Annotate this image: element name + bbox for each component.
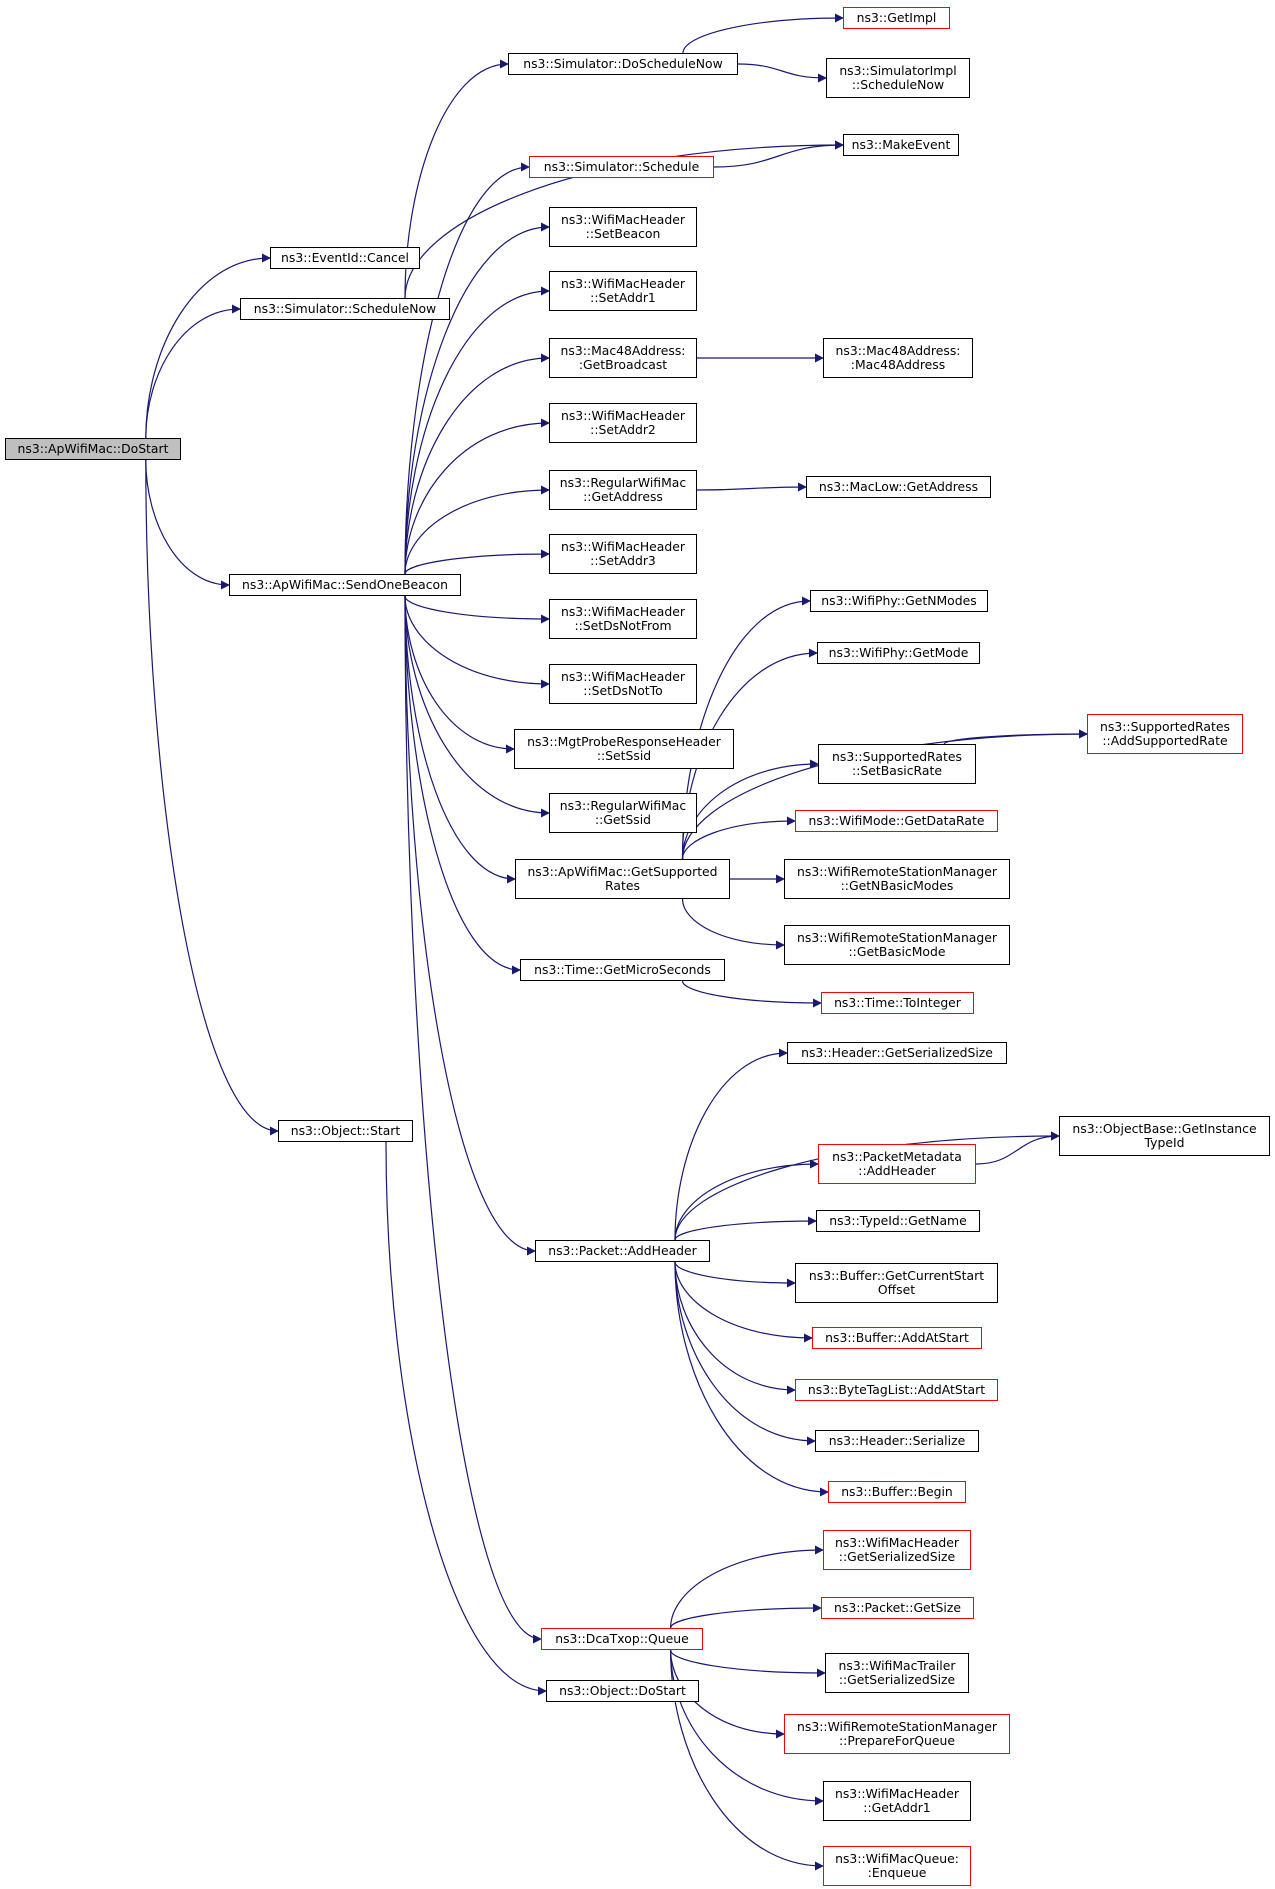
node-set-addr1[interactable]: ns3::WifiMacHeader ::SetAddr1 [549,271,697,311]
node-set-ds-not-to[interactable]: ns3::WifiMacHeader ::SetDsNotTo [549,664,697,704]
edge-packetAddHeader-to-getCurrentStartOffset [674,1261,796,1288]
edge-sendBeacon-to-setSsid [404,595,515,754]
edge-schedule-to-makeEvent [713,140,844,168]
node-set-basic-rate[interactable]: ns3::SupportedRates ::SetBasicRate [818,744,976,784]
edge-sendBeacon-to-getSsid [404,595,550,818]
edge-sendBeacon-to-getMicroSeconds [404,595,521,975]
node-get-n-basic-modes[interactable]: ns3::WifiRemoteStationManager ::GetNBasi… [784,859,1010,899]
edge-packetAddHeader-to-bufBegin [674,1261,829,1497]
node-obj-do-start[interactable]: ns3::Object::DoStart [546,1680,699,1702]
edge-sendBeacon-to-getSupportedRates [404,595,516,884]
edge-scheduleNow-to-doScheduleNow [404,59,509,299]
node-set-addr2[interactable]: ns3::WifiMacHeader ::SetAddr2 [549,403,697,443]
node-get-supported-rates[interactable]: ns3::ApWifiMac::GetSupported Rates [515,859,730,899]
edge-dcaQueue-to-prepareForQueue [670,1649,785,1739]
node-set-beacon[interactable]: ns3::WifiMacHeader ::SetBeacon [549,207,697,247]
node-get-broadcast[interactable]: ns3::Mac48Address: :GetBroadcast [549,338,697,378]
edge-doScheduleNow-to-getImpl [682,13,844,54]
node-type-id-get-name[interactable]: ns3::TypeId::GetName [816,1210,980,1232]
node-get-basic-mode[interactable]: ns3::WifiRemoteStationManager ::GetBasic… [784,925,1010,965]
node-cancel[interactable]: ns3::EventId::Cancel [270,247,420,269]
node-hdr-get-serialized-size[interactable]: ns3::Header::GetSerializedSize [787,1042,1007,1064]
edge-packetAddHeader-to-getInstanceTypeId [674,1131,1060,1241]
edge-getSupportedRates-to-getDataRate [681,816,796,860]
node-pkt-get-size[interactable]: ns3::Packet::GetSize [821,1597,974,1619]
edge-packetAddHeader-to-hdrSerialize [674,1261,816,1446]
edge-sendBeacon-to-getBroadcast [404,353,550,575]
node-get-n-modes[interactable]: ns3::WifiPhy::GetNModes [810,590,988,612]
edge-sendBeacon-to-schedule [404,162,530,575]
node-wmt-get-serialized-size[interactable]: ns3::WifiMacTrailer ::GetSerializedSize [825,1653,969,1693]
node-schedule-now[interactable]: ns3::Simulator::ScheduleNow [240,298,450,320]
edge-root-to-objStart [145,459,279,1136]
edge-rwmGetAddress-to-macLowGetAddress [696,482,807,492]
node-set-ds-not-from[interactable]: ns3::WifiMacHeader ::SetDsNotFrom [549,599,697,639]
node-impl-schedule-now[interactable]: ns3::SimulatorImpl ::ScheduleNow [826,58,970,98]
node-hdr-serialize[interactable]: ns3::Header::Serialize [815,1430,979,1452]
edge-packetAddHeader-to-typeIdGetName [674,1216,817,1241]
edge-dcaQueue-to-wmtGetSerializedSize [670,1649,826,1678]
node-buf-begin[interactable]: ns3::Buffer::Begin [828,1481,966,1503]
edge-packetAddHeader-to-hdrGetSerializedSize [674,1048,788,1241]
node-root[interactable]: ns3::ApWifiMac::DoStart [5,438,181,460]
node-set-addr3[interactable]: ns3::WifiMacHeader ::SetAddr3 [549,534,697,574]
edge-objStart-to-objDoStart [385,1141,547,1696]
node-set-ssid[interactable]: ns3::MgtProbeResponseHeader ::SetSsid [514,729,734,769]
edge-sendBeacon-to-setAddr1 [404,286,550,575]
node-buf-add-at-start[interactable]: ns3::Buffer::AddAtStart [812,1327,982,1349]
edge-sendBeacon-to-setAddr3 [404,549,550,575]
node-dca-queue[interactable]: ns3::DcaTxop::Queue [541,1628,703,1650]
edge-sendBeacon-to-setDsNotFrom [404,595,550,624]
node-btl-add-at-start[interactable]: ns3::ByteTagList::AddAtStart [795,1379,998,1401]
node-get-mode[interactable]: ns3::WifiPhy::GetMode [817,642,980,664]
edge-root-to-scheduleNow [145,304,241,439]
edge-sendBeacon-to-setBeacon [404,222,550,575]
node-to-integer[interactable]: ns3::Time::ToInteger [821,992,974,1014]
node-pm-add-header[interactable]: ns3::PacketMetadata ::AddHeader [818,1144,976,1184]
node-obj-start[interactable]: ns3::Object::Start [278,1120,413,1142]
edge-packetAddHeader-to-pmAddHeader [674,1159,819,1241]
edge-getSupportedRates-to-getBasicMode [681,898,785,950]
node-get-impl[interactable]: ns3::GetImpl [843,7,950,29]
node-schedule[interactable]: ns3::Simulator::Schedule [529,156,714,178]
edge-root-to-cancel [145,253,271,439]
edge-sendBeacon-to-setAddr2 [404,418,550,575]
edge-dcaQueue-to-pktGetSize [670,1603,822,1629]
edge-dcaQueue-to-wmhGetSerializedSize [670,1545,824,1629]
edge-sendBeacon-to-setDsNotTo [404,595,550,689]
edge-getSupportedRates-to-addSupportedRate [681,729,1088,860]
node-get-instance-type-id[interactable]: ns3::ObjectBase::GetInstance TypeId [1059,1116,1270,1156]
node-prepare-for-queue[interactable]: ns3::WifiRemoteStationManager ::PrepareF… [784,1714,1010,1754]
node-add-supported-rate[interactable]: ns3::SupportedRates ::AddSupportedRate [1087,714,1243,754]
node-mac48[interactable]: ns3::Mac48Address: :Mac48Address [823,338,973,378]
edge-dcaQueue-to-wmhGetAddr1 [670,1649,824,1806]
edge-setBasicRate-to-addSupportedRate [943,729,1088,745]
node-packet-add-header[interactable]: ns3::Packet::AddHeader [535,1240,710,1262]
node-wmh-get-addr1[interactable]: ns3::WifiMacHeader ::GetAddr1 [823,1781,971,1821]
edge-packetAddHeader-to-btlAddAtStart [674,1261,796,1395]
node-mac-low-get-address[interactable]: ns3::MacLow::GetAddress [806,476,991,498]
node-get-micro-seconds[interactable]: ns3::Time::GetMicroSeconds [520,959,725,981]
edge-sendBeacon-to-rwmGetAddress [404,485,550,575]
edge-getMicroSeconds-to-toInteger [681,980,822,1008]
edge-packetAddHeader-to-bufAddAtStart [674,1261,813,1343]
node-do-schedule-now[interactable]: ns3::Simulator::DoScheduleNow [508,53,738,75]
node-get-ssid[interactable]: ns3::RegularWifiMac ::GetSsid [549,793,697,833]
node-wmh-get-serialized-size[interactable]: ns3::WifiMacHeader ::GetSerializedSize [823,1530,971,1570]
edge-doScheduleNow-to-implScheduleNow [737,63,827,83]
edge-root-to-sendBeacon [145,459,230,590]
node-enqueue[interactable]: ns3::WifiMacQueue: :Enqueue [823,1846,971,1886]
edge-getSupportedRates-to-setBasicRate [681,759,819,860]
node-rwm-get-address[interactable]: ns3::RegularWifiMac ::GetAddress [549,470,697,510]
edge-sendBeacon-to-dcaQueue [404,595,542,1644]
node-make-event[interactable]: ns3::MakeEvent [843,134,959,156]
node-send-beacon[interactable]: ns3::ApWifiMac::SendOneBeacon [229,574,461,596]
node-get-data-rate[interactable]: ns3::WifiMode::GetDataRate [795,810,998,832]
node-get-current-start-offset[interactable]: ns3::Buffer::GetCurrentStart Offset [795,1263,998,1303]
edge-pmAddHeader-to-getInstanceTypeId [975,1131,1060,1165]
edge-sendBeacon-to-packetAddHeader [404,595,536,1256]
